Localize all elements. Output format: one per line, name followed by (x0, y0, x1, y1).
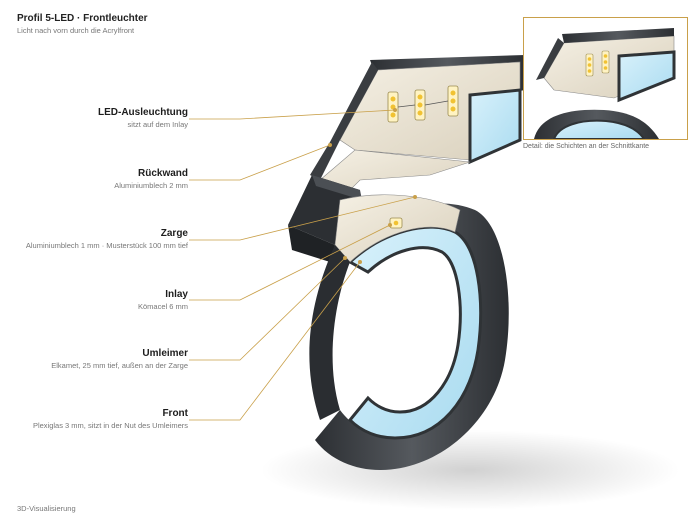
leader-line-edge (189, 257, 346, 361)
letter-belly (309, 194, 509, 470)
detail-inset (523, 17, 688, 140)
label-frame-desc: Aluminiumblech 1 mm · Musterstück 100 mm… (25, 241, 188, 250)
label-back-panel: Rückwand Aluminiumblech 2 mm (114, 168, 188, 190)
led-module (389, 217, 403, 229)
leader-lines (189, 109, 416, 421)
label-back-panel-desc: Aluminiumblech 2 mm (114, 181, 188, 190)
detail-illustration (534, 28, 676, 139)
leader-line-inlay (189, 224, 391, 301)
label-edge-band-desc: Elkamet, 25 mm tief, außen an der Zarge (51, 361, 188, 370)
leader-line-back (189, 144, 331, 181)
leader-line-frame (189, 196, 416, 241)
leader-line-front (189, 261, 361, 421)
label-front: Front Plexiglas 3 mm, sitzt in der Nut d… (33, 408, 188, 430)
page-title: Profil 5-LED · Frontleuchter (17, 13, 148, 24)
led-modules (387, 85, 459, 229)
label-frame-name: Zarge (160, 228, 188, 239)
label-led-desc: sitzt auf dem Inlay (127, 120, 188, 129)
detail-caption: Detail: die Schichten an der Schnittkant… (523, 143, 650, 150)
page-subtitle: Licht nach vorn durch die Acrylfront (17, 26, 135, 35)
label-led: LED-Ausleuchtung sitzt auf dem Inlay (98, 107, 188, 129)
footer-note: 3D-Visualisierung (17, 504, 76, 513)
label-edge-band: Umleimer Elkamet, 25 mm tief, außen an d… (51, 348, 188, 370)
led-module (387, 91, 399, 123)
leader-line-led (189, 109, 396, 120)
letter-top-bar (339, 55, 525, 165)
label-front-name: Front (162, 408, 188, 419)
label-inlay-desc: Kömacel 6 mm (137, 302, 188, 311)
label-inlay: Inlay Kömacel 6 mm (138, 289, 188, 311)
led-module (447, 85, 459, 117)
label-front-desc: Plexiglas 3 mm, sitzt in der Nut des Uml… (32, 421, 188, 430)
leader-dots (328, 108, 417, 264)
label-edge-band-name: Umleimer (142, 348, 188, 359)
label-back-panel-name: Rückwand (137, 168, 188, 179)
led-module (414, 89, 426, 121)
label-led-name: LED-Ausleuchtung (98, 107, 188, 118)
label-inlay-name: Inlay (165, 289, 188, 300)
label-frame: Zarge Aluminiumblech 1 mm · Musterstück … (26, 228, 188, 250)
